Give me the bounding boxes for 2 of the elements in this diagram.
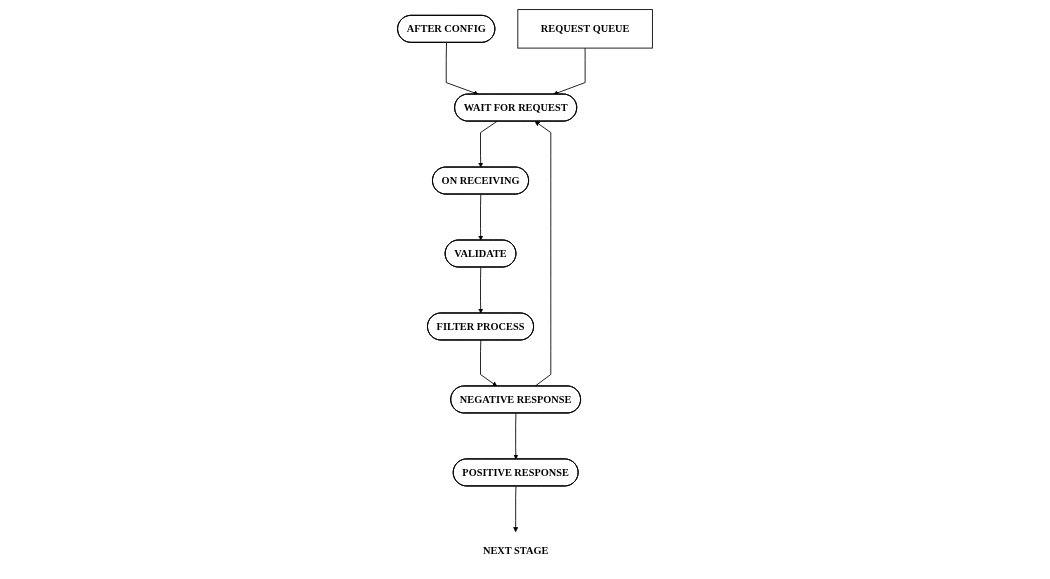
node-text: NEXT STAGE (482, 544, 549, 557)
node-box: REQUEST QUEUE (517, 8, 653, 48)
